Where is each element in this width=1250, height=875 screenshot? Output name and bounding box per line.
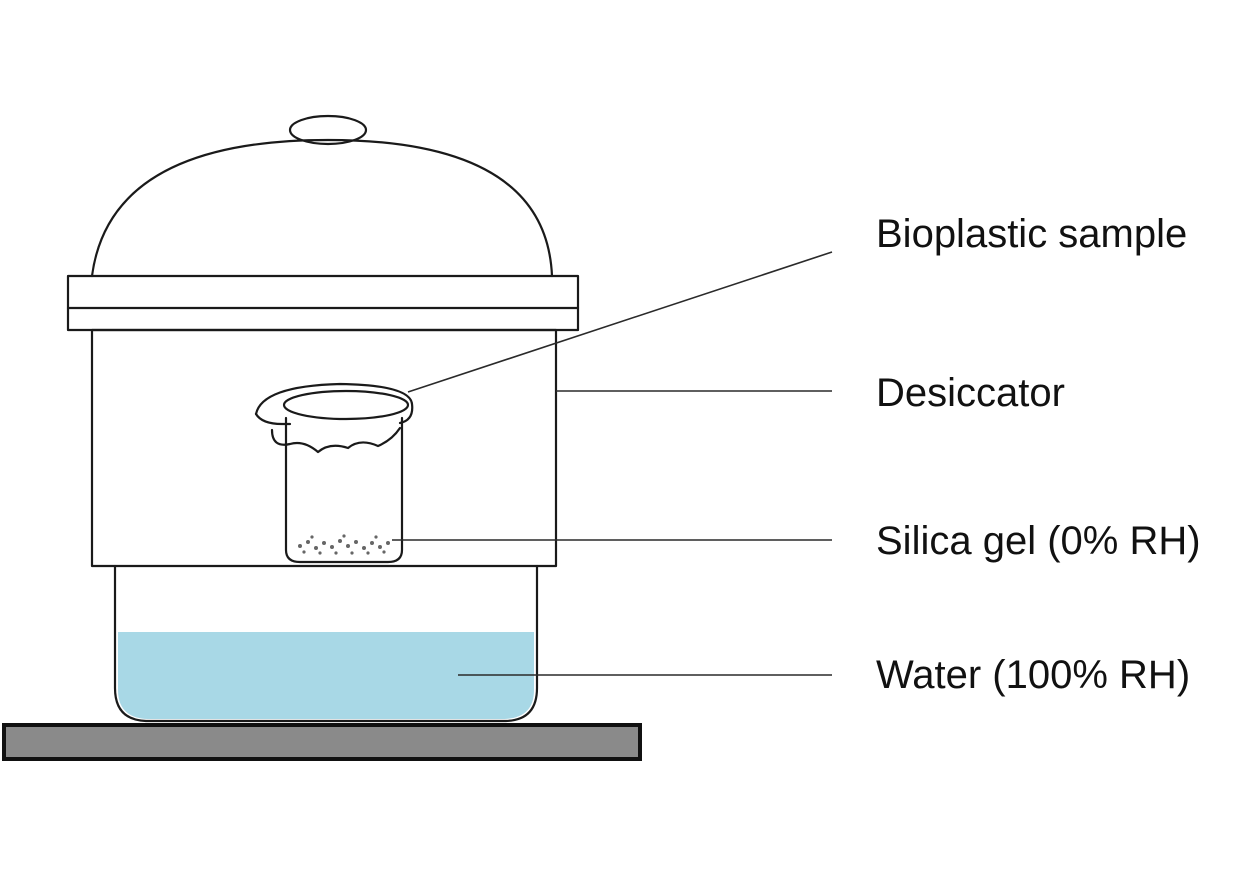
beaker-icon: [254, 382, 414, 564]
label-bioplastic-sample: Bioplastic sample: [876, 212, 1188, 256]
label-water: Water (100% RH): [876, 653, 1191, 697]
leader-bioplastic: [407, 251, 833, 393]
dome-lid-icon: [90, 138, 554, 278]
lower-vessel: [113, 564, 539, 723]
silica-gel-granules: [298, 534, 390, 555]
base-plate-icon: [2, 723, 642, 761]
lid-knob: [288, 114, 368, 146]
water-fill: [118, 632, 534, 719]
label-silica-gel: Silica gel (0% RH): [876, 519, 1201, 563]
label-desiccator: Desiccator: [876, 371, 1065, 415]
lid-rim: [66, 274, 580, 332]
